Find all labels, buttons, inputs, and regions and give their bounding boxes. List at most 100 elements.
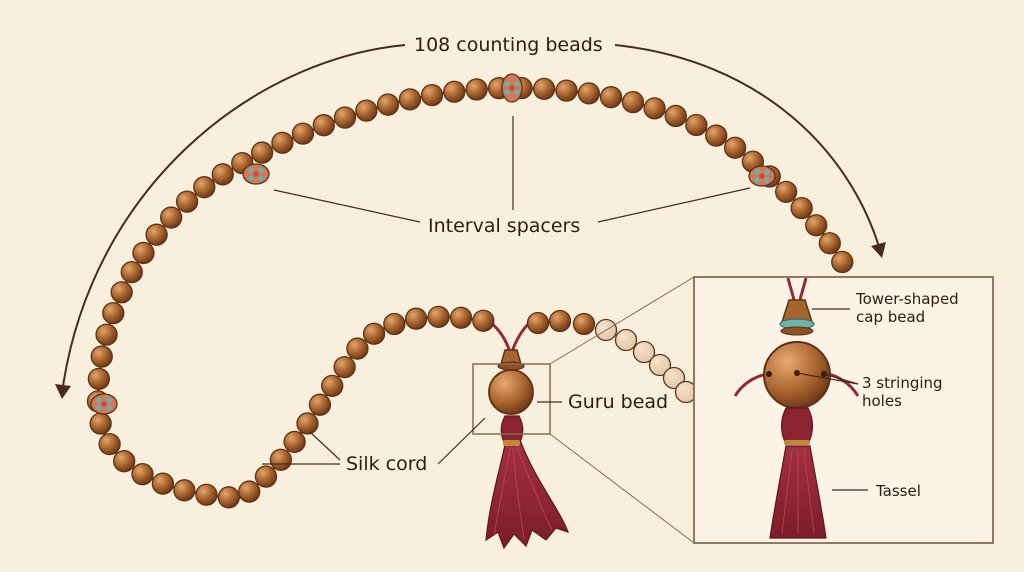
counting-bead	[151, 472, 175, 495]
guru-bead-assembly	[485, 349, 569, 550]
counting-bead	[193, 176, 216, 199]
counting-bead	[175, 190, 199, 213]
counting-bead	[195, 483, 218, 506]
counting-bead	[308, 393, 332, 416]
interval-spacer	[242, 163, 270, 185]
counting-bead	[548, 309, 572, 333]
counting-bead	[269, 448, 293, 471]
counting-arrow-right	[614, 44, 881, 251]
counting-bead	[90, 345, 113, 368]
label-stringing-holes: 3 stringing holes	[862, 374, 943, 410]
counting-bead	[333, 355, 356, 379]
counting-bead	[321, 374, 344, 398]
counting-bead	[87, 367, 111, 391]
counting-bead	[621, 90, 645, 114]
guru-tassel-head	[500, 415, 524, 445]
counting-bead	[805, 214, 828, 237]
counting-bead	[705, 124, 728, 147]
counting-bead	[98, 433, 121, 456]
interval-spacer	[90, 393, 118, 415]
detail-cord-top	[786, 277, 808, 301]
counting-bead	[113, 450, 136, 473]
leader-silk-cord-c	[437, 417, 486, 465]
counting-bead	[333, 106, 357, 129]
counting-bead	[398, 88, 422, 111]
counting-bead	[526, 311, 550, 335]
counting-bead	[173, 479, 196, 502]
counting-bead	[648, 353, 672, 377]
counting-bead	[643, 97, 666, 120]
leader-spacer-right	[597, 187, 751, 223]
counting-bead	[131, 463, 154, 486]
counting-bead	[818, 232, 841, 255]
counting-bead	[577, 82, 601, 105]
counting-bead	[383, 312, 406, 336]
counting-bead	[283, 430, 306, 454]
counting-bead	[296, 412, 319, 435]
interval-spacer	[501, 73, 523, 103]
counting-bead	[723, 136, 747, 159]
counting-bead	[376, 93, 400, 116]
counting-bead	[599, 86, 623, 109]
label-guru-bead: Guru bead	[568, 391, 669, 413]
leader-hole-left	[796, 372, 859, 385]
counting-bead	[145, 223, 168, 246]
counting-bead	[632, 340, 656, 364]
counting-bead	[614, 328, 638, 352]
detail-panel	[693, 276, 994, 544]
detail-panel-frame	[693, 276, 994, 544]
counting-bead	[774, 180, 798, 204]
counting-arrow-right-head	[871, 242, 886, 258]
counting-bead	[95, 323, 118, 346]
counting-bead	[160, 206, 183, 229]
counting-bead	[89, 412, 112, 435]
counting-bead	[346, 337, 369, 360]
label-tower-cap: Tower-shaped cap bead	[856, 290, 959, 326]
guru-tassel-binding	[503, 440, 520, 446]
counting-bead	[465, 78, 488, 101]
counting-bead	[211, 163, 234, 186]
detail-tassel-head	[780, 407, 814, 445]
counting-bead	[555, 79, 578, 102]
counting-bead	[443, 80, 466, 103]
leader-spacer-left	[273, 189, 421, 223]
counting-arrow-left-head	[55, 384, 71, 399]
counting-bead	[312, 114, 335, 137]
counting-bead	[291, 122, 315, 145]
counting-beads	[86, 73, 854, 509]
counting-bead	[405, 307, 428, 330]
counting-bead	[238, 480, 261, 503]
guru-highlight-box	[472, 363, 551, 435]
counting-bead	[685, 113, 708, 137]
label-tassel: Tassel	[876, 482, 921, 500]
counting-bead	[362, 322, 386, 345]
guru-tassel	[485, 439, 569, 550]
counting-bead	[132, 241, 155, 265]
guru-bead-shape	[488, 369, 534, 415]
counting-bead	[532, 77, 556, 101]
interval-spacer	[748, 165, 776, 187]
label-counting-beads: 108 counting beads	[414, 34, 603, 56]
zoom-connector-top	[549, 276, 695, 365]
leader-silk-cord-b	[309, 431, 341, 461]
counting-bead	[831, 250, 854, 274]
counting-bead	[120, 261, 143, 284]
detail-stringing-hole-left	[766, 371, 772, 377]
counting-bead	[449, 306, 473, 329]
counting-bead	[790, 196, 813, 220]
counting-bead	[110, 281, 133, 304]
cord-to-guru-right	[510, 320, 532, 353]
counting-bead	[420, 83, 444, 107]
counting-bead	[664, 104, 687, 128]
cord-to-guru-left	[489, 320, 512, 353]
counting-arrow-left	[61, 44, 406, 394]
detail-cap-ring	[780, 326, 814, 336]
counting-bead	[217, 486, 240, 509]
counting-bead	[472, 309, 495, 332]
counting-bead	[355, 99, 378, 122]
counting-bead	[250, 141, 274, 164]
counting-bead	[427, 305, 450, 329]
detail-tassel-binding	[784, 440, 810, 445]
